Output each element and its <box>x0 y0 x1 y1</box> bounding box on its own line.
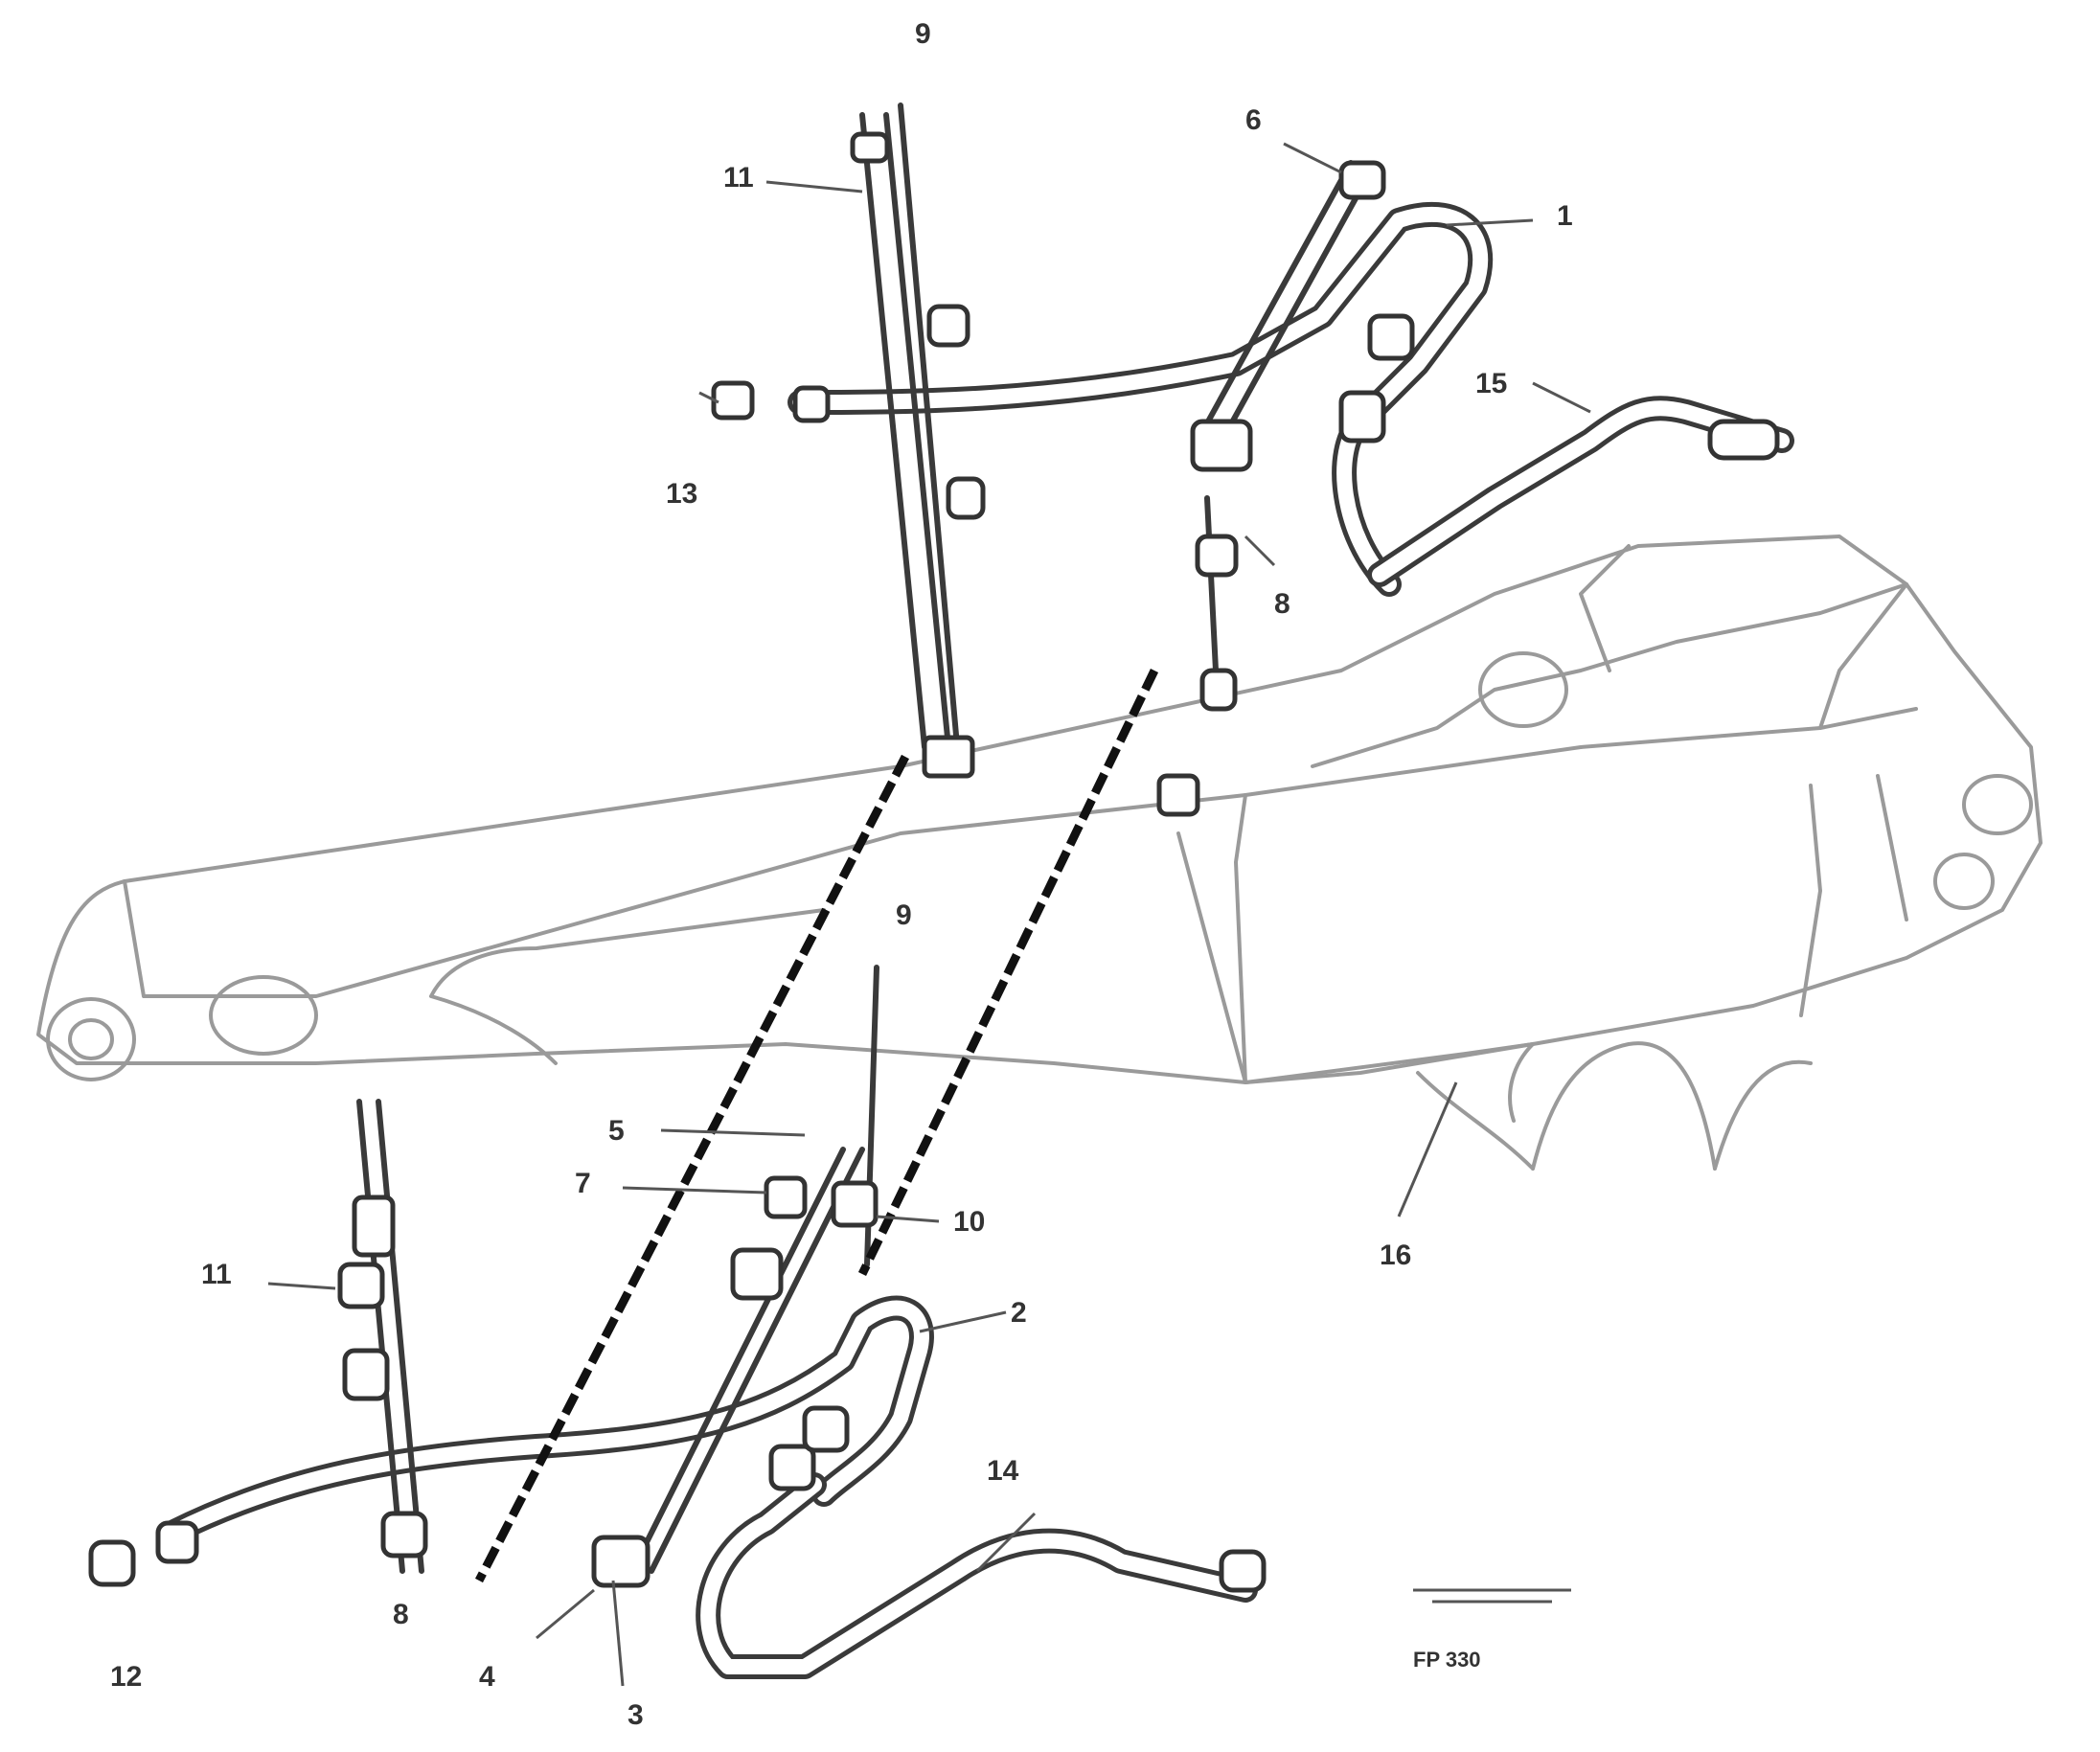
callout-5: 5 <box>608 1115 625 1147</box>
boom-outline <box>36 535 2043 1171</box>
callout-9-top: 9 <box>915 18 931 50</box>
boom-upper-hole <box>1478 651 1568 728</box>
callout-4: 4 <box>479 1661 495 1693</box>
callout-8-upper: 8 <box>1274 588 1290 620</box>
drawing-code: FP 330 <box>1413 1648 1481 1672</box>
callout-1: 1 <box>1557 200 1573 232</box>
boom-tip-hole-a <box>1962 774 2033 835</box>
callouts: 9 11 6 1 15 13 8 9 5 7 10 11 2 16 14 8 1… <box>110 18 1573 1731</box>
callout-9-mid: 9 <box>896 899 912 931</box>
callout-6: 6 <box>1245 104 1262 136</box>
hose-14 <box>696 1472 1258 1679</box>
callout-3: 3 <box>628 1699 644 1731</box>
hose-15 <box>1367 396 1794 587</box>
callout-11-lower: 11 <box>201 1259 232 1290</box>
callout-12: 12 <box>110 1661 142 1693</box>
callout-10: 10 <box>953 1206 985 1238</box>
leader-lines <box>267 142 1591 1687</box>
callout-15: 15 <box>1475 368 1507 399</box>
boom-pivot-hole <box>46 997 136 1081</box>
callout-8-lower: 8 <box>393 1599 409 1630</box>
callout-14: 14 <box>987 1455 1019 1487</box>
pipe-1 <box>788 201 1494 597</box>
callout-7: 7 <box>575 1168 591 1199</box>
boom-pivot-bore <box>68 1018 114 1060</box>
boom-cylinder-hole <box>209 975 318 1056</box>
callout-2: 2 <box>1011 1297 1027 1329</box>
callout-16: 16 <box>1380 1240 1411 1271</box>
callout-11-upper: 11 <box>723 162 754 193</box>
clamps <box>88 131 1780 1593</box>
dashed-connection-lines <box>475 669 1159 1583</box>
callout-13: 13 <box>666 478 697 510</box>
pipe-2 <box>160 1295 934 1545</box>
boom-tip-hole-b <box>1933 853 1995 910</box>
vertical-tubes-upper <box>859 102 1373 760</box>
